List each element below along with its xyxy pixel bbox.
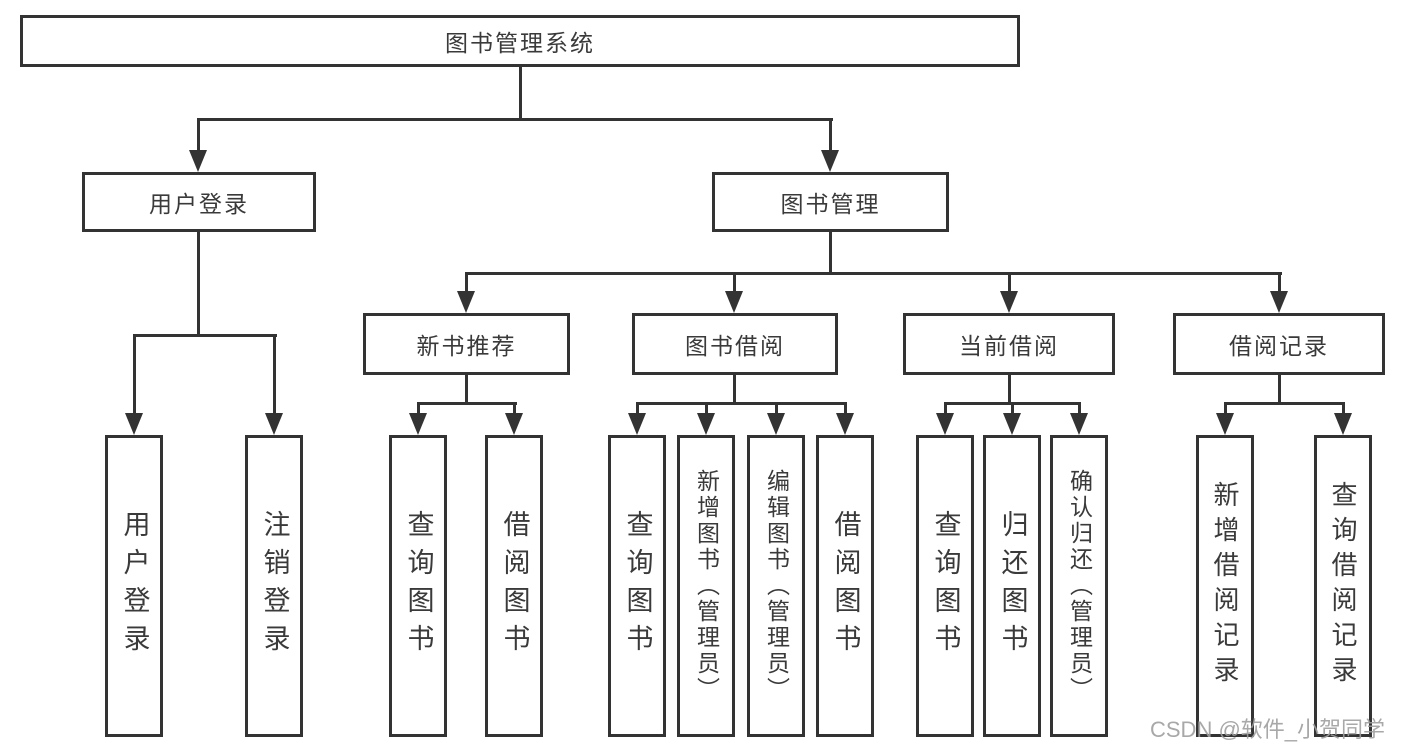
connector-borrowing-drop-4 [844, 402, 847, 416]
arrowhead-down-icon [936, 413, 954, 435]
leaf-logout-label: 注销登录 [259, 510, 290, 662]
connector-bookmgmt-drop-3 [1008, 272, 1011, 294]
connector-borrowing-rail [636, 402, 847, 405]
leaf-current-return-books: 归还图书 [983, 435, 1041, 737]
connector-bookmgmt-stem [829, 232, 832, 275]
connector-borrowing-drop-2 [705, 402, 708, 416]
arrowhead-down-icon [1270, 291, 1288, 313]
csdn-watermark: CSDN @软件_小贺同学 [1150, 717, 1386, 742]
connector-borrowing-drop-3 [775, 402, 778, 416]
arrowhead-down-icon [697, 413, 715, 435]
leaf-current-query-books: 查询图书 [916, 435, 974, 737]
node-book-borrowing: 图书借阅 [632, 313, 838, 375]
connector-newbooks-rail [417, 402, 517, 405]
arrowhead-down-icon [1334, 413, 1352, 435]
arrowhead-down-icon [1216, 413, 1234, 435]
leaf-current-confirm-return-admin: 确认归还（管理员） [1050, 435, 1108, 737]
connector-userlogin-rail [133, 334, 277, 337]
arrowhead-down-icon [1003, 413, 1021, 435]
arrowhead-down-icon [125, 413, 143, 435]
leaf-borrowing-borrow-books: 借阅图书 [816, 435, 874, 737]
connector-current-drop-1 [944, 402, 947, 416]
node-borrowing-records: 借阅记录 [1173, 313, 1385, 375]
connector-bookmgmt-drop-2 [733, 272, 736, 294]
leaf-current-query-books-label: 查询图书 [930, 510, 961, 662]
node-book-management: 图书管理 [712, 172, 949, 232]
connector-borrowing-drop-1 [636, 402, 639, 416]
arrowhead-down-icon [189, 150, 207, 172]
arrowhead-down-icon [265, 413, 283, 435]
leaf-borrowing-add-books-admin-label: 新增图书（管理员） [693, 469, 720, 703]
connector-bookmgmt-drop-4 [1278, 272, 1281, 294]
node-book-management-label: 图书管理 [780, 191, 881, 217]
leaf-borrowing-edit-books-admin: 编辑图书（管理员） [747, 435, 805, 737]
connector-userlogin-drop-1 [133, 334, 136, 416]
node-new-book-recommend: 新书推荐 [363, 313, 570, 375]
leaf-borrowing-add-books-admin: 新增图书（管理员） [677, 435, 735, 737]
connector-records-rail [1224, 402, 1345, 405]
arrowhead-down-icon [1070, 413, 1088, 435]
leaf-user-login: 用户登录 [105, 435, 163, 737]
connector-current-stem [1008, 375, 1011, 405]
leaf-newbooks-query-books-label: 查询图书 [403, 510, 434, 662]
leaf-current-return-books-label: 归还图书 [997, 510, 1028, 662]
connector-records-drop-1 [1224, 402, 1227, 416]
connector-records-stem [1278, 375, 1281, 405]
connector-records-drop-2 [1342, 402, 1345, 416]
node-user-login: 用户登录 [82, 172, 316, 232]
arrowhead-down-icon [821, 150, 839, 172]
connector-bookmgmt-drop-1 [465, 272, 468, 294]
node-borrowing-records-label: 借阅记录 [1229, 333, 1329, 359]
connector-newbooks-drop-2 [513, 402, 516, 416]
node-root: 图书管理系统 [20, 15, 1020, 67]
leaf-records-query-record: 查询借阅记录 [1314, 435, 1372, 737]
leaf-borrowing-edit-books-admin-label: 编辑图书（管理员） [763, 469, 790, 703]
node-user-login-label: 用户登录 [149, 191, 249, 217]
leaf-newbooks-query-books: 查询图书 [389, 435, 447, 737]
leaf-borrowing-query-books-label: 查询图书 [622, 510, 653, 662]
node-root-label: 图书管理系统 [445, 30, 595, 56]
leaf-current-confirm-return-admin-label: 确认归还（管理员） [1066, 469, 1093, 703]
arrowhead-down-icon [628, 413, 646, 435]
node-book-borrowing-label: 图书借阅 [685, 333, 785, 359]
arrowhead-down-icon [505, 413, 523, 435]
connector-bookmgmt-rail [465, 272, 1282, 275]
leaf-newbooks-borrow-books-label: 借阅图书 [499, 510, 530, 662]
node-current-borrowing-label: 当前借阅 [959, 333, 1059, 359]
leaf-records-query-record-label: 查询借阅记录 [1328, 481, 1358, 691]
leaf-records-add-record: 新增借阅记录 [1196, 435, 1254, 737]
connector-borrowing-stem [733, 375, 736, 405]
arrowhead-down-icon [725, 291, 743, 313]
arrowhead-down-icon [836, 413, 854, 435]
connector-newbooks-stem [465, 375, 468, 405]
connector-userlogin-stem [197, 232, 200, 337]
connector-current-drop-3 [1078, 402, 1081, 416]
arrowhead-down-icon [1000, 291, 1018, 313]
node-current-borrowing: 当前借阅 [903, 313, 1115, 375]
connector-current-drop-2 [1011, 402, 1014, 416]
leaf-borrowing-borrow-books-label: 借阅图书 [830, 510, 861, 662]
arrowhead-down-icon [409, 413, 427, 435]
node-new-book-recommend-label: 新书推荐 [416, 333, 517, 359]
leaf-borrowing-query-books: 查询图书 [608, 435, 666, 737]
connector-root-drop-right [829, 118, 832, 154]
connector-root-stem [519, 67, 522, 120]
leaf-logout: 注销登录 [245, 435, 303, 737]
arrowhead-down-icon [457, 291, 475, 313]
connector-root-drop-left [197, 118, 200, 154]
arrowhead-down-icon [767, 413, 785, 435]
leaf-user-login-label: 用户登录 [119, 510, 150, 662]
leaf-records-add-record-label: 新增借阅记录 [1210, 481, 1240, 691]
connector-userlogin-drop-2 [273, 334, 276, 416]
leaf-newbooks-borrow-books: 借阅图书 [485, 435, 543, 737]
connector-root-rail [197, 118, 833, 121]
connector-newbooks-drop-1 [417, 402, 420, 416]
